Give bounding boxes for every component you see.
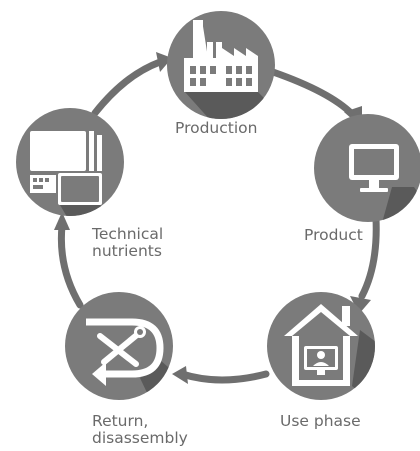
- arrowhead-return: [172, 366, 188, 384]
- label-use-phase: Use phase: [280, 412, 361, 430]
- node-use-phase: [267, 292, 375, 400]
- label-technical-line1: Technical: [92, 225, 164, 243]
- label-product: Product: [304, 226, 363, 244]
- label-production: Production: [175, 119, 258, 137]
- arrow-production-to-product: [269, 68, 356, 118]
- monitor-icon: [349, 144, 399, 192]
- label-return-line1: Return,: [92, 412, 149, 430]
- house-icon: [284, 304, 358, 386]
- arrow-return-to-technical: [57, 222, 84, 309]
- node-return: [65, 292, 173, 400]
- label-return: Return, disassembly: [92, 413, 188, 447]
- factory-icon: [184, 20, 258, 92]
- node-product: [314, 114, 420, 222]
- arrowhead-technical: [54, 212, 70, 230]
- label-technical-nutrients: Technical nutrients: [92, 226, 163, 260]
- label-technical-line2: nutrients: [92, 242, 162, 260]
- components-icon: [30, 131, 102, 205]
- arrowhead-use: [350, 296, 371, 314]
- arrow-use-to-return: [178, 370, 270, 384]
- label-return-line2: disassembly: [92, 429, 188, 447]
- node-technical-nutrients: [16, 108, 124, 216]
- arrow-technical-to-production: [91, 58, 164, 117]
- cycle-arrows: [57, 58, 380, 384]
- arrow-product-to-use: [358, 215, 380, 300]
- tools-icon: [86, 318, 164, 386]
